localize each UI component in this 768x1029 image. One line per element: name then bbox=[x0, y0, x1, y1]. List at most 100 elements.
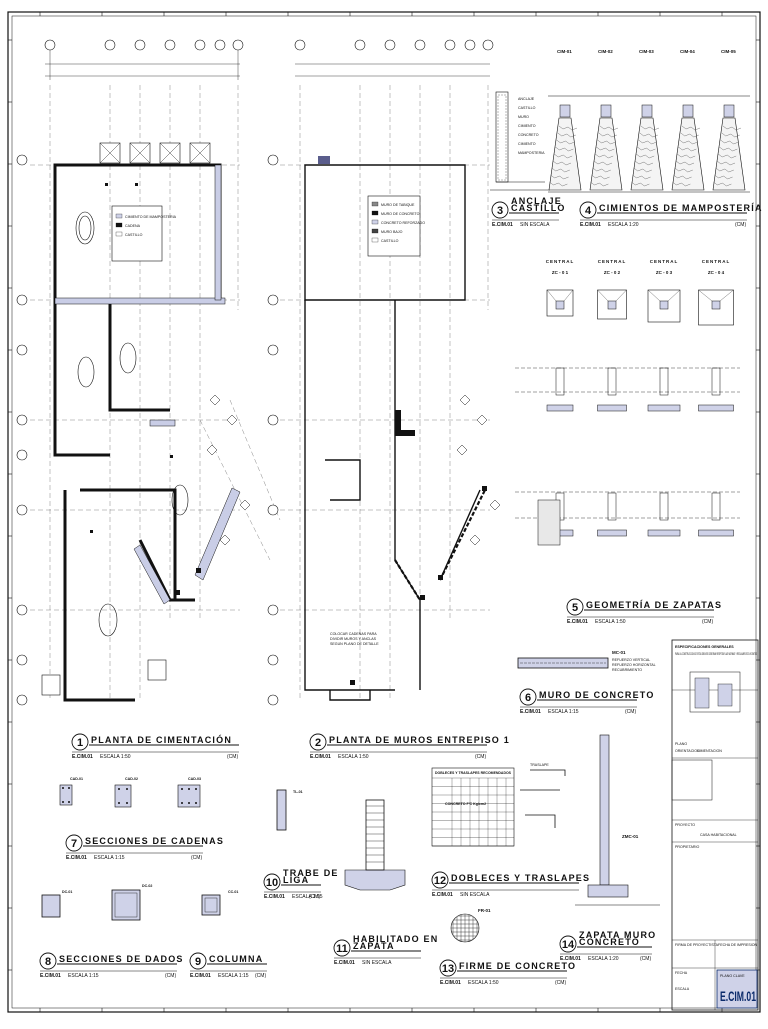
legend-item: CADENA bbox=[125, 224, 141, 228]
detail-title-text: TRABE DE bbox=[283, 868, 339, 878]
detail-unit: (CM) bbox=[165, 973, 176, 979]
detail-title-text: CASTILLO bbox=[511, 203, 566, 213]
detail-ref: E.CIM.01 bbox=[580, 222, 601, 228]
detail-number: 14 bbox=[562, 939, 575, 951]
svg-text:SEGUN PLANO DE DETALLE: SEGUN PLANO DE DETALLE bbox=[330, 642, 379, 646]
detail-number: 10 bbox=[266, 877, 278, 889]
dado-section-code: DC-02 bbox=[142, 884, 152, 888]
detail-scale: ESCALA 1:15 bbox=[94, 855, 125, 861]
tie-beam-code: TL-01 bbox=[293, 790, 303, 794]
detail-number: 11 bbox=[336, 943, 348, 955]
detail-ref: E.CIM.01 bbox=[567, 619, 588, 625]
dobleces-table-title: DOBLECES Y TRASLAPES RECOMENDADOS bbox=[435, 771, 512, 775]
footing-type: CENTRAL bbox=[546, 259, 575, 264]
legend-item: CASTILLO bbox=[125, 233, 143, 237]
detail-ref: E.CIM.01 bbox=[66, 855, 87, 861]
detail-number: 3 bbox=[497, 205, 503, 217]
detail-unit: (CM) bbox=[702, 619, 713, 625]
wall-footing-code: ZMC-01 bbox=[622, 834, 639, 839]
detail-number: 2 bbox=[315, 737, 321, 749]
detail-number: 5 bbox=[572, 602, 578, 614]
detail-scale: ESCALA 1:15 bbox=[68, 973, 99, 979]
detail-title-5: 5 GEOMETRÍA DE ZAPATAS E.CIM.01 ESCALA 1:50… bbox=[566, 598, 722, 625]
detail-ref: E.CIM.01 bbox=[492, 222, 513, 228]
detail-title-text: SECCIONES DE CADENAS bbox=[85, 836, 224, 846]
detail-title-text: ANCLAJE bbox=[511, 196, 562, 206]
detail-unit: (CM) bbox=[309, 894, 320, 900]
detail-unit: (CM) bbox=[255, 973, 266, 979]
detail-ref: E.CIM.01 bbox=[190, 973, 211, 979]
detail-title-text: ZAPATA MURO bbox=[579, 930, 656, 940]
detail-title-text: GEOMETRÍA DE ZAPATAS bbox=[586, 600, 722, 610]
cim-code: CIM-01 bbox=[557, 49, 572, 54]
general-notes: PARA LA CONSTRUCCION DE ESTA OBRA SE DEB… bbox=[675, 652, 757, 656]
svg-text:COLOCAR CADENAS PARA: COLOCAR CADENAS PARA bbox=[330, 632, 377, 636]
detail-number: 4 bbox=[585, 205, 592, 217]
detail-ref: E.CIM.01 bbox=[560, 956, 581, 962]
detail-title-4: 4 CIMIENTOS DE MAMPOSTERÍA E.CIM.01 ESCALA … bbox=[579, 201, 763, 228]
legend-item: MURO BAJO bbox=[381, 230, 403, 234]
detail-number: 1 bbox=[77, 737, 83, 749]
cim-code: CIM-02 bbox=[598, 49, 613, 54]
detail-ref: E.CIM.01 bbox=[432, 892, 453, 898]
detail-unit: (CM) bbox=[475, 754, 486, 760]
detail-title-text: CIMIENTOS DE MAMPOSTERÍA bbox=[599, 203, 763, 213]
detail-number: 12 bbox=[434, 875, 446, 887]
footing-code: ZC - 0 3 bbox=[656, 270, 673, 275]
detail-number: 8 bbox=[45, 956, 51, 968]
plan-value: CIMENTACION bbox=[697, 749, 722, 753]
detail-title-text: PLANTA DE CIMENTACIÓN bbox=[91, 734, 232, 745]
sig-field-4: ESCALA bbox=[675, 987, 690, 991]
footing-code: ZC - 0 2 bbox=[604, 270, 621, 275]
detail-title-text: CONCRETO bbox=[579, 937, 640, 947]
slab-code: FR-01 bbox=[478, 908, 491, 913]
legend-item: CASTILLO bbox=[381, 239, 399, 243]
detail-ref: E.CIM.01 bbox=[72, 754, 93, 760]
detail-unit: (CM) bbox=[640, 956, 651, 962]
detail-unit: (CM) bbox=[191, 855, 202, 861]
detail-number: 13 bbox=[442, 963, 454, 975]
detail-title-text: MURO DE CONCRETO bbox=[539, 690, 655, 700]
cim-code: CIM-04 bbox=[680, 49, 695, 54]
lower-details: DOBLECES Y TRASLAPES RECOMENDADOS CONCRE… bbox=[41, 734, 660, 943]
detail-unit: (CM) bbox=[735, 222, 746, 228]
detail-unit: (CM) bbox=[625, 709, 636, 715]
concrete-table-title: CONCRETO F'C Kg/cm2 bbox=[445, 802, 486, 806]
detail-scale: SIN ESCALA bbox=[362, 960, 392, 966]
detail-title-text: FIRME DE CONCRETO bbox=[459, 961, 576, 971]
detail-scale: ESCALA 1:50 bbox=[338, 754, 369, 760]
detail-scale: ESCALA 1:15 bbox=[292, 894, 323, 900]
detail-scale: ESCALA 1:50 bbox=[595, 619, 626, 625]
sig-field-2: FECHA DE IMPRESION bbox=[718, 943, 758, 947]
detail-title-text: ZAPATA bbox=[353, 941, 395, 951]
footing-type: CENTRAL bbox=[650, 259, 679, 264]
legend-item: MURO DE TABIQUE bbox=[381, 203, 415, 207]
traslape-label: TRASLAPE bbox=[530, 763, 549, 767]
footing-type: CENTRAL bbox=[702, 259, 731, 264]
chain-section-code: CAD-02 bbox=[125, 777, 138, 781]
detail-title-text: LIGA bbox=[283, 875, 309, 885]
plan-label: PLANO bbox=[675, 742, 687, 746]
detail-number: 6 bbox=[525, 692, 531, 704]
owner-label: PROPIETARIO bbox=[675, 845, 699, 849]
detail-scale: ESCALA 1:15 bbox=[548, 709, 579, 715]
detail-scale: ESCALA 1:20 bbox=[608, 222, 639, 228]
detail-ref: E.CIM.01 bbox=[40, 973, 61, 979]
cim-code: CIM-05 bbox=[721, 49, 736, 54]
